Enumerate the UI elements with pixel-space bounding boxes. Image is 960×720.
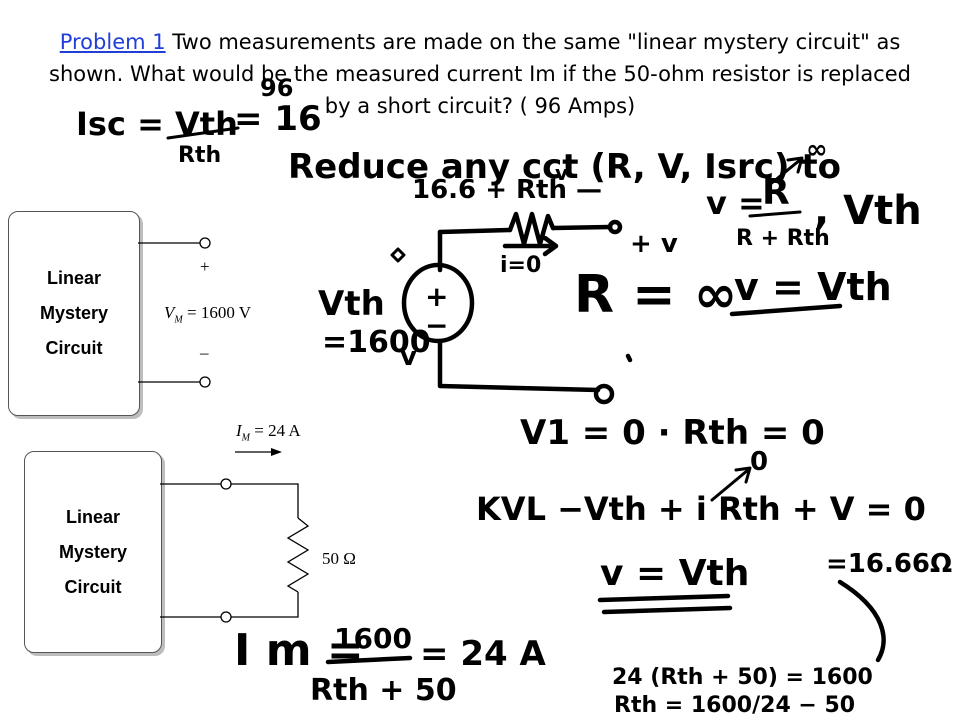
bottom-lower-terminal [220,611,232,623]
hw-inf-small: ∞ [806,135,828,165]
problem-statement: Problem 1 Two measurements are made on t… [40,26,920,122]
im-symbol: I [236,421,242,440]
hw-im-lhs: I m = [234,625,364,676]
im-subscript: M [241,432,251,444]
hw-vth-top: , Vth [814,188,922,234]
vm-symbol: V [164,303,175,322]
hw-im-den: Rth + 50 [310,673,457,708]
hw-1600: =1600 [322,325,431,360]
hw-v-small: v [555,161,568,185]
top-circuit-wiring [138,237,211,388]
hw-im-fraction-bar [325,655,413,665]
hw-bottom-terminal [593,383,615,405]
im-value: = 24 A [250,421,301,440]
bottom-box-line-3: Circuit [64,576,122,597]
problem-statement-text: Two measurements are made on the same "l… [49,30,911,118]
hw-im-num: 1600 [334,622,412,655]
hw-plus-v: + v [630,229,678,259]
top-box-line-2: Mystery [39,303,109,323]
hw-isc-fraction-bar [166,126,240,140]
top-minus-sign: – [200,343,209,362]
hw-top-terminal [607,219,623,235]
hw-isc-rth: Rth [178,143,221,168]
hw-current-arrow [502,235,559,257]
hw-v-eq-vth: v = Vth [734,265,892,309]
hw-double-underline [597,593,733,615]
hw-eq-line1: 24 (Rth + 50) = 1600 [612,665,873,690]
hw-zero-small: 0 [750,447,768,477]
hw-resistor [507,211,556,247]
top-circuit-box: Linear Mystery Circuit [8,211,140,416]
hw-r-inf: R = ∞ [574,265,737,325]
top-minus-terminal [199,376,211,388]
top-plus-terminal [199,237,211,249]
vm-subscript: M [174,314,183,326]
top-box-line-3: Circuit [45,338,103,358]
hw-rth-line: 16.6 + Rth — [412,175,602,205]
hw-reduce: Reduce any cct (R, V, Isrc) to [288,147,841,187]
handwriting-layer: Isc = Vth 96 = 16 Rth Reduce any cct (R,… [76,74,952,718]
top-box-line-1: Linear [46,268,102,288]
hw-v-vth-low: v = Vth [600,553,749,594]
im-label: IM = 24 A [236,421,301,443]
top-voltage-label: VM = 1600 V [164,303,251,325]
hw-i-zero: i=0 [500,253,541,278]
hw-rth-value: =16.66Ω [826,549,952,579]
hw-arrow-to-inf [766,156,804,188]
problem-1-link[interactable]: Problem 1 [59,30,166,54]
hw-r-plus-rth: R + Rth [736,226,830,251]
hw-vth: Vth [318,284,385,324]
hw-isc-96: 96 [260,74,293,102]
resistor-label: 50 Ω [322,549,356,568]
hw-src-plus: + [425,280,448,313]
hw-kvl: KVL −Vth + i Rth + V = 0 [476,490,926,528]
hw-isc-eq: = 16 [234,99,322,139]
vm-value: = 1600 V [182,303,252,322]
bottom-box-line-1: Linear [65,506,121,527]
hw-v-low: v [400,342,417,372]
hw-bottom-wire [437,338,601,393]
hw-src-minus: − [425,309,448,342]
hw-curve-arrow [837,579,886,663]
hw-underline-1 [729,303,843,317]
bottom-upper-terminal [220,478,232,490]
hw-fraction-bar [748,210,802,218]
bottom-circuit-wiring [160,448,310,623]
bottom-circuit-box: Linear Mystery Circuit [24,451,162,653]
top-plus-sign: + [200,257,210,276]
hw-isc: Isc = Vth [76,105,238,143]
resistor-50-ohm [286,517,310,593]
hw-eq-line2: Rth = 1600/24 − 50 [614,693,855,718]
bottom-box-line-2: Mystery [58,541,128,562]
hw-im-eq: = 24 A [420,634,546,674]
hw-v1-eq: V1 = 0 · Rth = 0 [520,413,825,453]
hw-arrow-to-zero [710,466,752,502]
